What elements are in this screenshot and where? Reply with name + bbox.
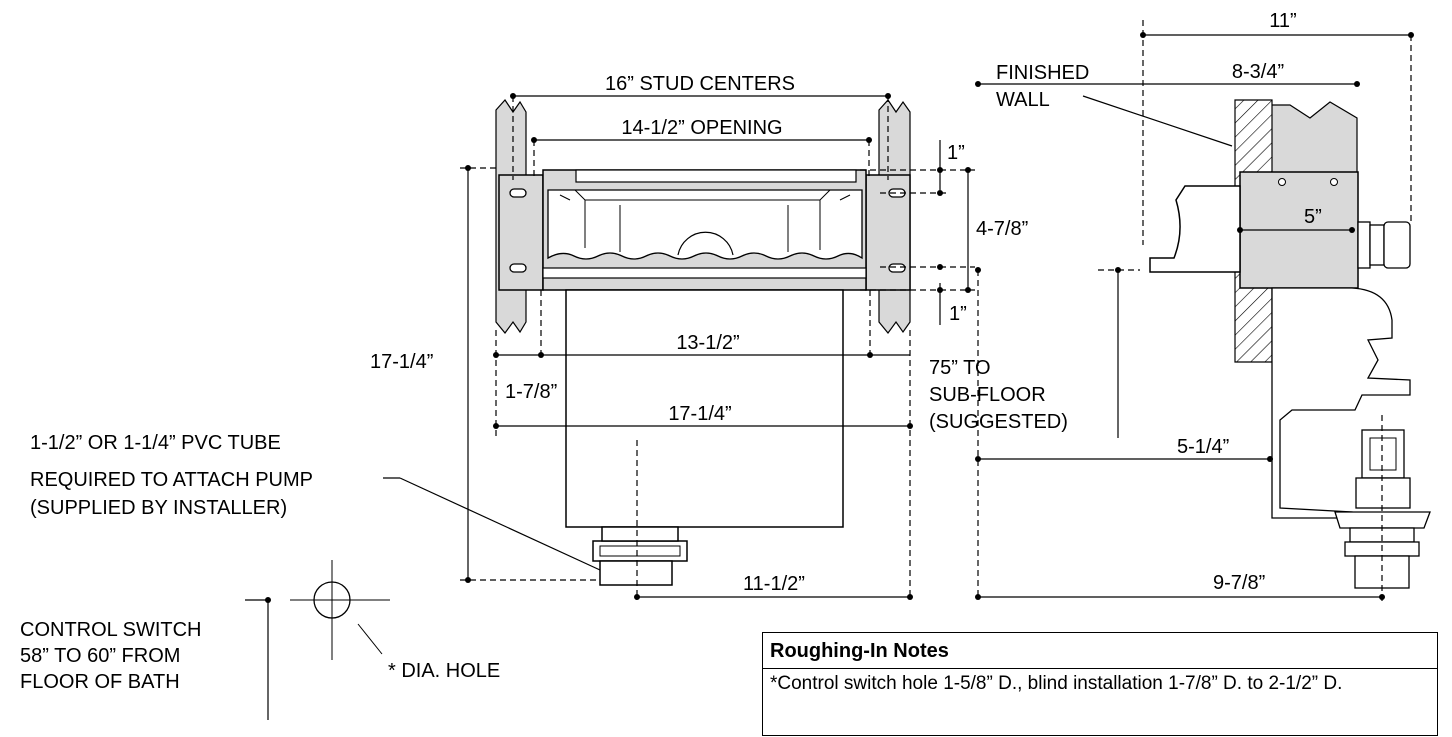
- label-floor-2: SUB-FLOOR: [929, 384, 1046, 406]
- label-pvc-2: REQUIRED TO ATTACH PUMP: [30, 469, 313, 491]
- notes-title: Roughing-In Notes: [763, 633, 1437, 669]
- label-depth-box: 5”: [1304, 206, 1322, 228]
- outlet-flange: [592, 540, 688, 562]
- fan-hub: [677, 231, 734, 256]
- label-pvc-3: (SUPPLIED BY INSTALLER): [30, 497, 287, 519]
- label-stud-centers: 16” STUD CENTERS: [605, 73, 795, 95]
- label-pvc-1: 1-1/2” OR 1-1/4” PVC TUBE: [30, 432, 281, 454]
- label-floor-3: (SUGGESTED): [929, 411, 1068, 433]
- side-view: 11” 8-3/4” FINISHED WALL 5” 5-1/4” 9-7/8…: [975, 10, 1431, 605]
- label-finished-wall-1: FINISHED: [996, 62, 1089, 84]
- notes-text: *Control switch hole 1-5/8” D., blind in…: [770, 673, 1343, 694]
- pump-body: [565, 289, 844, 528]
- label-dia-hole: * DIA. HOLE: [388, 660, 500, 682]
- label-finished-wall-2: WALL: [996, 89, 1050, 111]
- label-switch-1: CONTROL SWITCH: [20, 619, 201, 641]
- outlet-tube: [599, 560, 673, 586]
- label-depth-wall: 8-3/4”: [1232, 61, 1284, 83]
- label-opening: 14-1/2” OPENING: [621, 117, 782, 139]
- label-pump-offset: 11-1/2”: [743, 573, 805, 595]
- label-inner-width: 13-1/2”: [676, 332, 739, 354]
- housing-top-bar: [575, 169, 857, 183]
- label-top-gap: 1”: [947, 142, 965, 164]
- fan-grille: [547, 189, 863, 260]
- front-view: 16” STUD CENTERS 14-1/2” OPENING 1” 4-7/…: [30, 73, 1140, 600]
- label-depth-tube: 5-1/4”: [1177, 436, 1229, 458]
- pump-bracket: [1271, 287, 1411, 519]
- side-connector: [1383, 221, 1411, 269]
- slot-left-bottom: [509, 263, 527, 273]
- label-floor-1: 75” TO: [929, 357, 991, 379]
- slot-left-top: [509, 188, 527, 198]
- label-depth-pump: 9-7/8”: [1213, 572, 1265, 594]
- label-side-offset: 1-7/8”: [505, 381, 557, 403]
- label-bottom-gap: 1”: [949, 303, 967, 325]
- label-box-height: 4-7/8”: [976, 218, 1028, 240]
- side-grille: [1149, 185, 1241, 273]
- label-overall-height: 17-1/4”: [370, 351, 433, 373]
- label-switch-2: 58” TO 60” FROM: [20, 645, 180, 667]
- label-switch-3: FLOOR OF BATH: [20, 671, 180, 693]
- roughing-in-notes: Roughing-In Notes *Control switch hole 1…: [762, 632, 1438, 736]
- slot-right-bottom: [888, 263, 906, 273]
- label-overall-width: 17-1/4”: [668, 403, 731, 425]
- outlet-nipple: [601, 526, 679, 542]
- housing-bottom-bar: [542, 267, 867, 279]
- control-switch-detail: CONTROL SWITCH 58” TO 60” FROM FLOOR OF …: [20, 560, 500, 720]
- label-depth-overall: 11”: [1269, 10, 1296, 32]
- pump-outlet-side: [1354, 555, 1410, 589]
